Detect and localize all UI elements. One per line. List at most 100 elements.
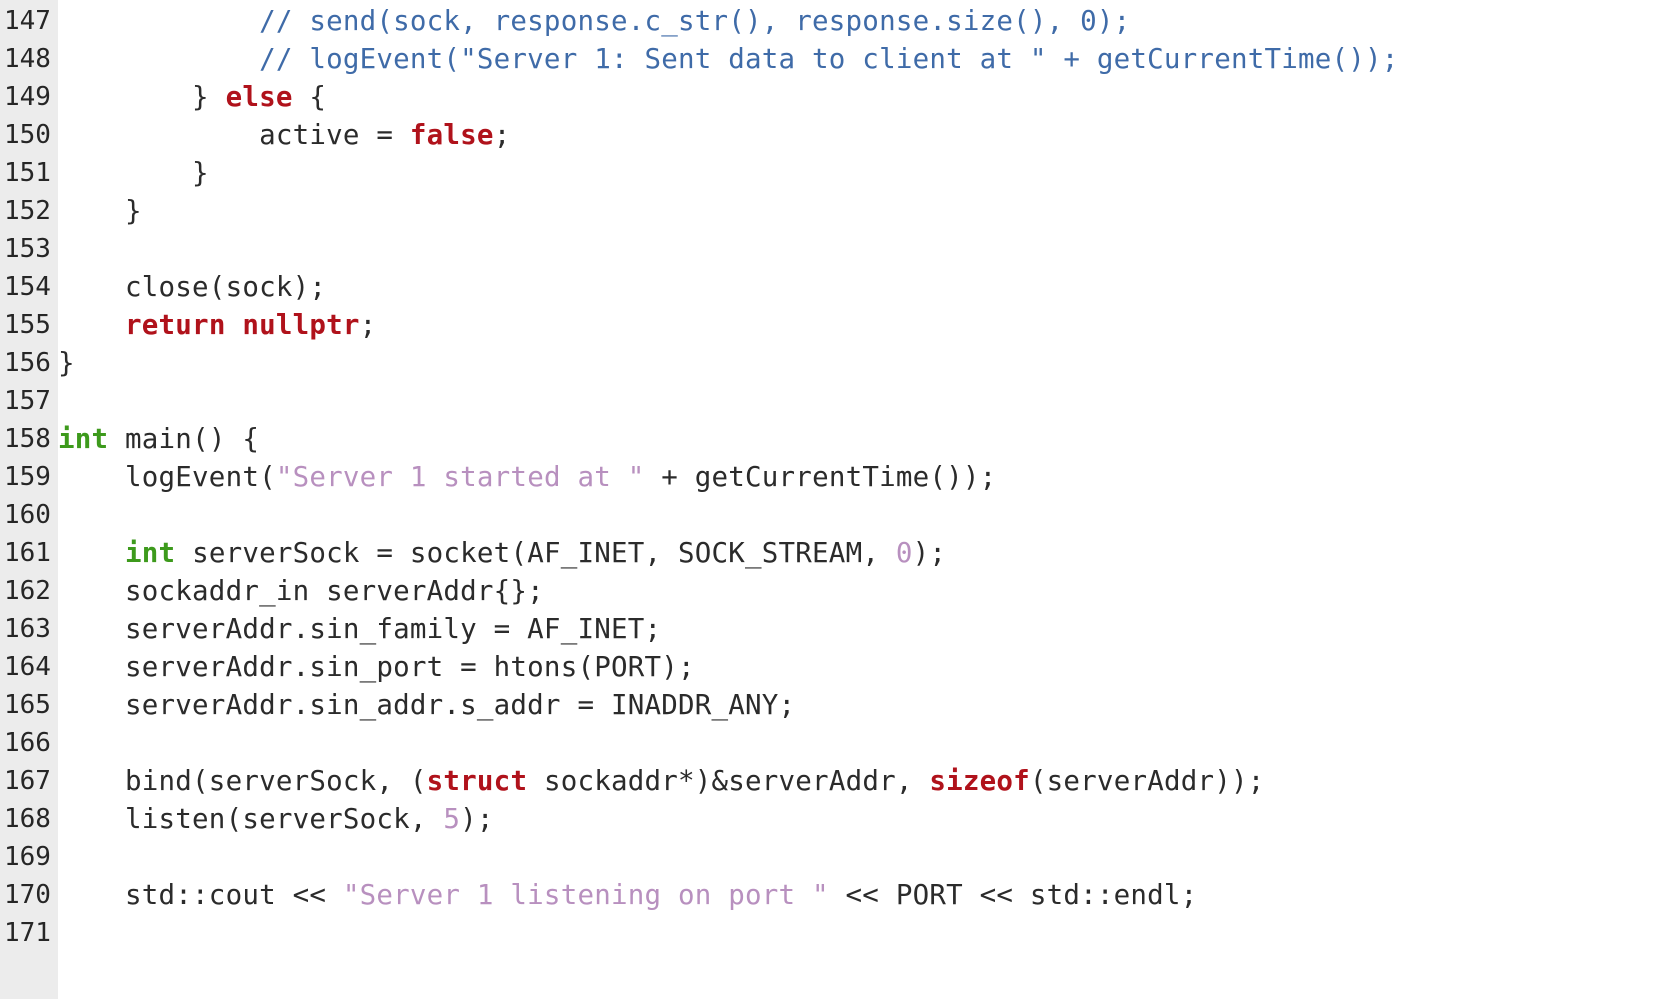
code-token-string: "Server 1 listening on port " [342, 879, 829, 911]
code-text-area[interactable]: 147 // send(sock, response.c_str(), resp… [0, 2, 1653, 952]
line-number: 157 [4, 386, 51, 416]
line-number: 163 [4, 614, 51, 644]
code-line[interactable]: 163 serverAddr.sin_family = AF_INET; [0, 610, 1653, 648]
code-line[interactable]: 164 serverAddr.sin_port = htons(PORT); [0, 648, 1653, 686]
line-number: 151 [4, 158, 51, 188]
code-token-plain: } [58, 347, 75, 379]
code-token-keyword: return [125, 309, 226, 341]
code-token-plain: sockaddr*)&serverAddr, [527, 765, 930, 797]
code-token-plain [58, 43, 259, 75]
line-number: 147 [4, 6, 51, 36]
code-line[interactable]: 170 std::cout << "Server 1 listening on … [0, 876, 1653, 914]
code-line[interactable]: 157 [0, 382, 1653, 420]
line-content: sockaddr_in serverAddr{}; [54, 575, 544, 607]
code-token-plain [58, 537, 125, 569]
code-line[interactable]: 151 } [0, 154, 1653, 192]
code-token-plain: ; [359, 309, 377, 341]
code-token-plain: ); [912, 537, 947, 569]
code-token-plain: listen(serverSock, [58, 803, 444, 835]
line-number: 148 [4, 44, 51, 74]
code-line[interactable]: 156} [0, 344, 1653, 382]
code-line[interactable]: 162 sockaddr_in serverAddr{}; [0, 572, 1653, 610]
code-line[interactable]: 152 } [0, 192, 1653, 230]
line-number: 162 [4, 576, 51, 606]
code-token-plain: << PORT << std::endl; [828, 879, 1198, 911]
code-line[interactable]: 147 // send(sock, response.c_str(), resp… [0, 2, 1653, 40]
code-line[interactable]: 150 active = false; [0, 116, 1653, 154]
code-token-plain: serverSock = socket(AF_INET, SOCK_STREAM… [175, 537, 896, 569]
line-number: 156 [4, 348, 51, 378]
line-content: bind(serverSock, (struct sockaddr*)&serv… [54, 765, 1265, 797]
code-token-plain: + getCurrentTime()); [644, 461, 997, 493]
line-number: 166 [4, 728, 51, 758]
code-token-string: "Server 1 started at " [275, 461, 645, 493]
code-line[interactable]: 149 } else { [0, 78, 1653, 116]
line-content: } [54, 195, 142, 227]
code-token-plain: { [292, 81, 327, 113]
code-line[interactable]: 165 serverAddr.sin_addr.s_addr = INADDR_… [0, 686, 1653, 724]
line-number: 149 [4, 82, 51, 112]
line-content: int main() { [54, 423, 259, 455]
line-content: serverAddr.sin_family = AF_INET; [54, 613, 661, 645]
line-content: serverAddr.sin_port = htons(PORT); [54, 651, 695, 683]
line-content: } [54, 347, 75, 379]
code-line[interactable]: 160 [0, 496, 1653, 534]
line-number: 168 [4, 804, 51, 834]
line-number: 160 [4, 500, 51, 530]
line-content: return nullptr; [54, 309, 376, 341]
line-number: 170 [4, 880, 51, 910]
code-token-plain: main() { [108, 423, 260, 455]
code-token-plain: } [58, 157, 209, 189]
line-number: 155 [4, 310, 51, 340]
code-token-type: int [58, 423, 109, 455]
code-token-comment: // logEvent("Server 1: Sent data to clie… [259, 43, 1399, 75]
code-line[interactable]: 169 [0, 838, 1653, 876]
code-token-plain: serverAddr.sin_addr.s_addr = INADDR_ANY; [58, 689, 796, 721]
code-token-plain [226, 309, 243, 341]
code-token-type: int [125, 537, 176, 569]
line-number: 161 [4, 538, 51, 568]
code-token-number: 5 [443, 803, 461, 835]
code-token-plain: } [58, 81, 226, 113]
line-number: 171 [4, 918, 51, 948]
code-line[interactable]: 161 int serverSock = socket(AF_INET, SOC… [0, 534, 1653, 572]
code-token-plain: active = [58, 119, 410, 151]
code-line[interactable]: 166 [0, 724, 1653, 762]
line-content: } else { [54, 81, 326, 113]
code-line[interactable]: 148 // logEvent("Server 1: Sent data to … [0, 40, 1653, 78]
code-token-plain: std::cout << [58, 879, 343, 911]
line-content: listen(serverSock, 5); [54, 803, 494, 835]
code-token-keyword: else [225, 81, 293, 113]
code-line[interactable]: 155 return nullptr; [0, 306, 1653, 344]
code-token-plain: close(sock); [58, 271, 327, 303]
line-content: serverAddr.sin_addr.s_addr = INADDR_ANY; [54, 689, 795, 721]
line-number-gutter [0, 0, 58, 999]
line-number: 150 [4, 120, 51, 150]
code-token-keyword: struct [426, 765, 528, 797]
code-line[interactable]: 159 logEvent("Server 1 started at " + ge… [0, 458, 1653, 496]
code-token-plain: serverAddr.sin_port = htons(PORT); [58, 651, 695, 683]
code-token-plain: logEvent( [58, 461, 276, 493]
code-token-plain: (serverAddr)); [1029, 765, 1265, 797]
code-token-plain: ; [493, 119, 511, 151]
line-number: 154 [4, 272, 51, 302]
code-token-plain [58, 5, 259, 37]
code-line[interactable]: 168 listen(serverSock, 5); [0, 800, 1653, 838]
line-number: 169 [4, 842, 51, 872]
line-number: 167 [4, 766, 51, 796]
code-line[interactable]: 171 [0, 914, 1653, 952]
code-line[interactable]: 167 bind(serverSock, (struct sockaddr*)&… [0, 762, 1653, 800]
code-token-plain: sockaddr_in serverAddr{}; [58, 575, 544, 607]
code-token-number: 0 [895, 537, 913, 569]
line-content: // send(sock, response.c_str(), response… [54, 5, 1130, 37]
line-number: 164 [4, 652, 51, 682]
line-content: // logEvent("Server 1: Sent data to clie… [54, 43, 1399, 75]
line-content: close(sock); [54, 271, 326, 303]
line-number: 165 [4, 690, 51, 720]
code-token-plain: } [58, 195, 142, 227]
line-number: 159 [4, 462, 51, 492]
code-line[interactable]: 154 close(sock); [0, 268, 1653, 306]
code-line[interactable]: 153 [0, 230, 1653, 268]
